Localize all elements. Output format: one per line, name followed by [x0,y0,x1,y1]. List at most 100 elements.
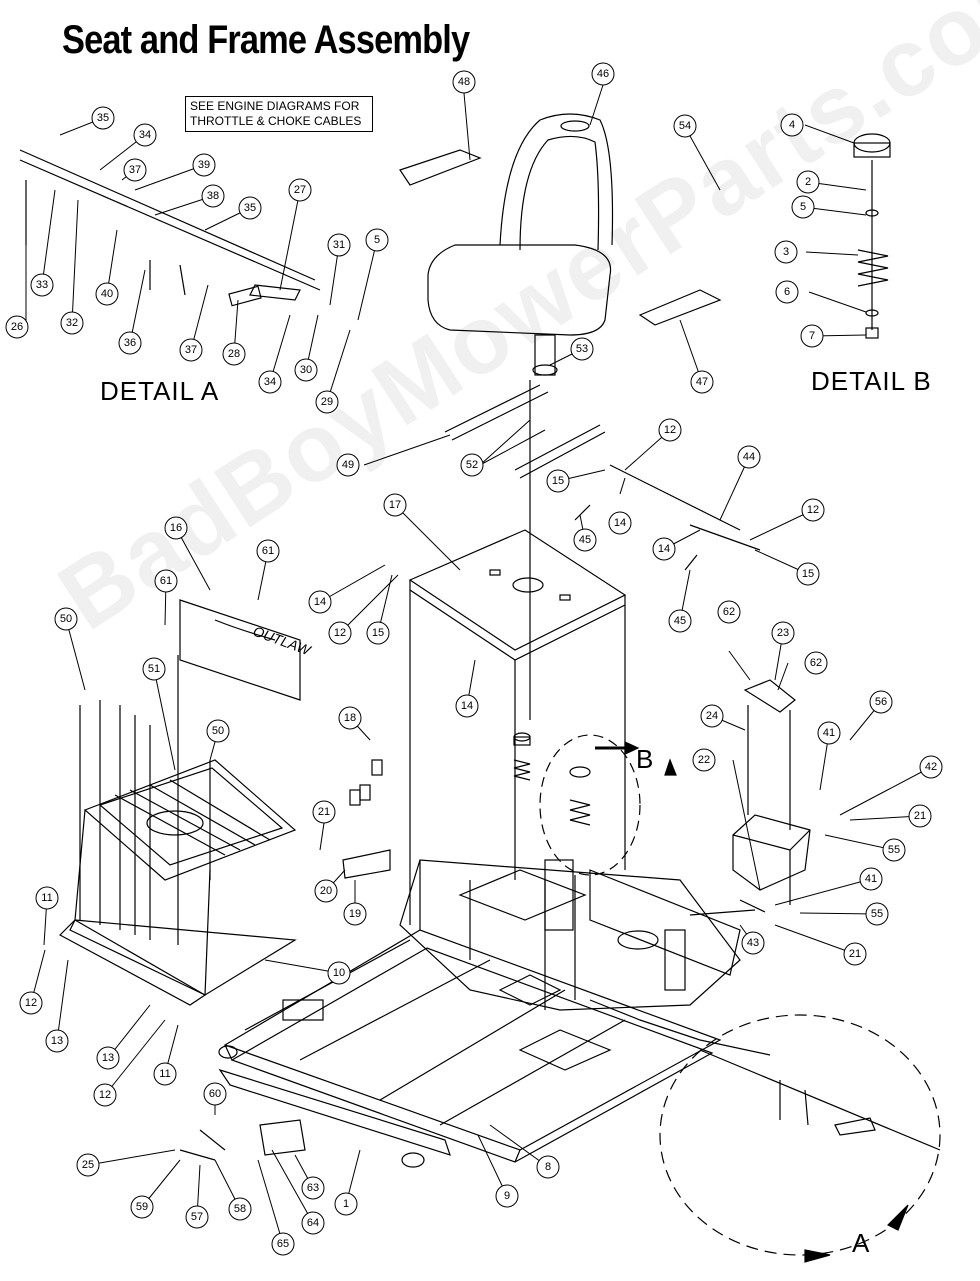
part-callout-52[interactable]: 52 [460,453,484,477]
part-callout-45[interactable]: 45 [573,528,597,552]
part-callout-61[interactable]: 61 [256,539,280,563]
svg-text:35: 35 [244,202,256,214]
part-callout-13[interactable]: 13 [96,1046,120,1070]
part-callout-60[interactable]: 60 [203,1082,227,1106]
part-callout-48[interactable]: 48 [452,70,476,94]
part-callout-21[interactable]: 21 [843,942,867,966]
part-callout-58[interactable]: 58 [228,1197,252,1221]
svg-text:30: 30 [300,364,312,376]
part-callout-9[interactable]: 9 [495,1184,519,1208]
part-callout-47[interactable]: 47 [690,370,714,394]
part-callout-7[interactable]: 7 [800,324,824,348]
part-callout-10[interactable]: 10 [327,961,351,985]
note-line-1: SEE ENGINE DIAGRAMS FOR [190,99,360,113]
part-callout-16[interactable]: 16 [164,516,188,540]
part-callout-12[interactable]: 12 [328,621,352,645]
part-callout-53[interactable]: 53 [570,337,594,361]
part-callout-55[interactable]: 55 [865,902,889,926]
part-callout-5[interactable]: 5 [365,228,389,252]
part-callout-62[interactable]: 62 [717,600,741,624]
part-callout-4[interactable]: 4 [780,113,804,137]
part-callout-20[interactable]: 20 [314,879,338,903]
part-callout-33[interactable]: 33 [30,273,54,297]
svg-text:55: 55 [888,844,900,856]
part-callout-18[interactable]: 18 [338,706,362,730]
part-callout-50[interactable]: 50 [206,719,230,743]
part-callout-41[interactable]: 41 [817,721,841,745]
part-callout-11[interactable]: 11 [153,1062,177,1086]
part-callout-39[interactable]: 39 [192,153,216,177]
part-callout-14[interactable]: 14 [608,511,632,535]
part-callout-5[interactable]: 5 [791,195,815,219]
part-callout-56[interactable]: 56 [869,690,893,714]
part-callout-8[interactable]: 8 [536,1155,560,1179]
part-callout-41[interactable]: 41 [859,867,883,891]
part-callout-24[interactable]: 24 [700,704,724,728]
part-callout-12[interactable]: 12 [658,418,682,442]
part-callout-49[interactable]: 49 [336,453,360,477]
part-callout-3[interactable]: 3 [774,240,798,264]
part-callout-38[interactable]: 38 [201,184,225,208]
part-callout-29[interactable]: 29 [315,390,339,414]
part-callout-64[interactable]: 64 [301,1211,325,1235]
part-callout-14[interactable]: 14 [652,537,676,561]
part-callout-44[interactable]: 44 [737,445,761,469]
svg-text:25: 25 [82,1159,94,1171]
part-callout-21[interactable]: 21 [312,800,336,824]
part-callout-11[interactable]: 11 [35,886,59,910]
part-callout-6[interactable]: 6 [775,280,799,304]
part-callout-2[interactable]: 2 [796,170,820,194]
part-callout-35[interactable]: 35 [91,106,115,130]
part-callout-35[interactable]: 35 [238,196,262,220]
part-callout-1[interactable]: 1 [334,1192,358,1216]
part-callout-12[interactable]: 12 [19,991,43,1015]
part-callout-12[interactable]: 12 [801,498,825,522]
part-callout-37[interactable]: 37 [179,338,203,362]
svg-text:46: 46 [597,68,609,80]
part-callout-25[interactable]: 25 [76,1153,100,1177]
part-callout-42[interactable]: 42 [919,755,943,779]
part-callout-23[interactable]: 23 [771,621,795,645]
part-callout-26[interactable]: 26 [5,315,29,339]
part-callout-63[interactable]: 63 [301,1176,325,1200]
part-callout-55[interactable]: 55 [882,838,906,862]
part-callout-28[interactable]: 28 [222,342,246,366]
part-callout-45[interactable]: 45 [668,609,692,633]
part-callout-57[interactable]: 57 [185,1205,209,1229]
svg-text:41: 41 [823,727,835,739]
part-callout-27[interactable]: 27 [288,178,312,202]
svg-text:37: 37 [129,164,141,176]
part-callout-21[interactable]: 21 [908,804,932,828]
part-callout-59[interactable]: 59 [130,1195,154,1219]
part-callout-50[interactable]: 50 [54,607,78,631]
part-callout-30[interactable]: 30 [294,358,318,382]
part-callout-37[interactable]: 37 [123,158,147,182]
part-callout-22[interactable]: 22 [692,748,716,772]
svg-text:45: 45 [579,534,591,546]
part-callout-19[interactable]: 19 [343,902,367,926]
part-callout-65[interactable]: 65 [271,1232,295,1256]
part-callout-46[interactable]: 46 [591,62,615,86]
part-callout-12[interactable]: 12 [93,1083,117,1107]
part-callout-31[interactable]: 31 [327,233,351,257]
part-callout-40[interactable]: 40 [95,282,119,306]
svg-text:21: 21 [914,810,926,822]
svg-text:23: 23 [777,627,789,639]
svg-text:14: 14 [461,700,473,712]
part-callout-62[interactable]: 62 [804,651,828,675]
part-callout-14[interactable]: 14 [455,694,479,718]
part-callout-14[interactable]: 14 [308,590,332,614]
part-callout-32[interactable]: 32 [60,311,84,335]
part-callout-61[interactable]: 61 [154,569,178,593]
part-callout-15[interactable]: 15 [546,469,570,493]
part-callout-36[interactable]: 36 [118,331,142,355]
part-callout-54[interactable]: 54 [673,114,697,138]
part-callout-13[interactable]: 13 [45,1029,69,1053]
part-callout-15[interactable]: 15 [796,562,820,586]
part-callout-51[interactable]: 51 [142,657,166,681]
part-callout-15[interactable]: 15 [366,621,390,645]
part-callout-34[interactable]: 34 [133,123,157,147]
part-callout-43[interactable]: 43 [741,931,765,955]
part-callout-17[interactable]: 17 [383,493,407,517]
part-callout-34[interactable]: 34 [258,370,282,394]
